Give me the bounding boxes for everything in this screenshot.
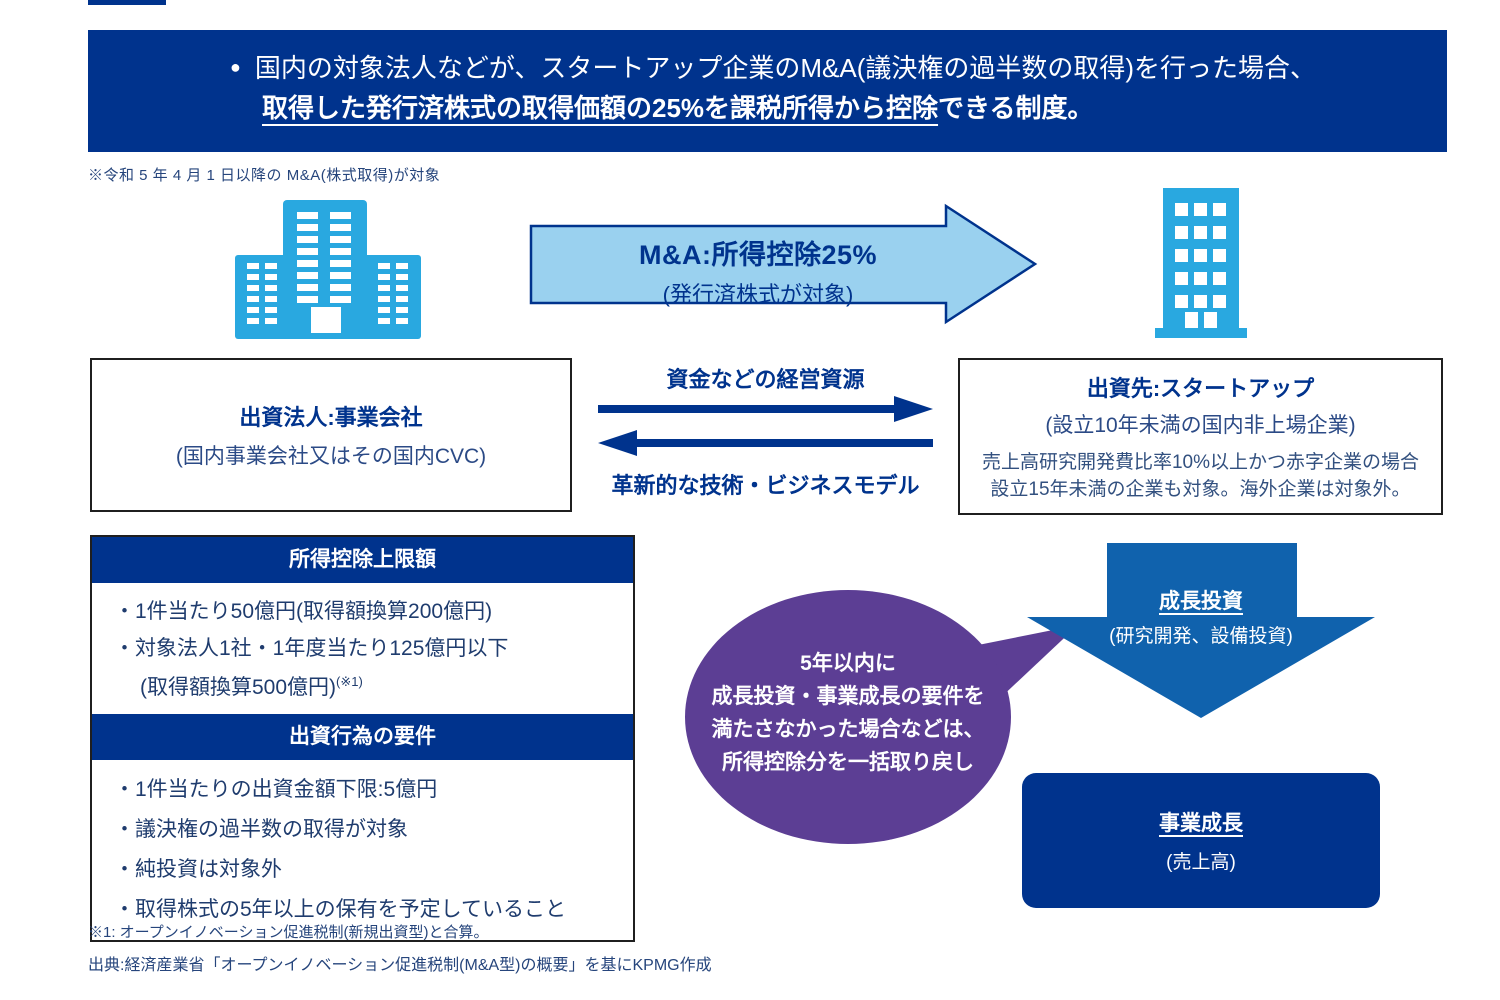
investor-box-title: 出資法人:事業会社 <box>239 405 423 430</box>
startup-note-line2: 設立15年未満の企業も対象。海外企業は対象外。 <box>990 478 1411 500</box>
investor-box: 出資法人:事業会社 (国内事業会社又はその国内CVC) <box>90 358 572 512</box>
technology-label: 革新的な技術・ビジネスモデル <box>611 473 920 498</box>
list-item: 対象法人1社・1年度当たり125億円以下 <box>114 632 623 665</box>
business-growth-subtitle: (売上高) <box>1166 852 1236 873</box>
down-arrow-shape <box>1027 543 1375 718</box>
footnote-marker: (※1) <box>336 674 363 689</box>
investment-requirements-list: 1件当たりの出資金額下限:5億円 議決権の過半数の取得が対象 純投資は対象外 取… <box>92 760 633 940</box>
tower-building-icon <box>1155 188 1247 338</box>
startup-note-line1: 売上高研究開発費比率10%以上かつ赤字企業の場合 <box>981 451 1420 473</box>
footnote-1: ※1: オープンイノベーション促進税制(新規出資型)と合算。 <box>88 924 489 941</box>
eligibility-note: ※令和 5 年 4 月 1 日以降の M&A(株式取得)が対象 <box>88 167 441 184</box>
bullet-icon: ● <box>230 57 241 77</box>
ma-arrow-title: M&A:所得控除25% <box>638 240 878 270</box>
list-item: 取得株式の5年以上の保有を予定していること <box>114 892 623 928</box>
bubble-line4: 所得控除分を一括取り戻し <box>722 751 974 774</box>
growth-investment-title: 成長投資 <box>1159 590 1243 613</box>
deduction-limits-box: 所得控除上限額 1件当たり50億円(取得額換算200億円) 対象法人1社・1年度… <box>90 535 635 942</box>
bubble-line2: 成長投資・事業成長の要件を <box>711 685 985 708</box>
speech-bubble-shape <box>685 590 1078 844</box>
page-edge-decoration <box>88 0 166 5</box>
deduction-limit-list: 1件当たり50億円(取得額換算200億円) 対象法人1社・1年度当たり125億円… <box>92 583 633 714</box>
startup-box-note: 売上高研究開発費比率10%以上かつ赤字企業の場合 設立15年未満の企業も対象。海… <box>982 449 1419 503</box>
bubble-line3: 満たさなかった場合などは、 <box>711 718 985 741</box>
list-item: 1件当たりの出資金額下限:5億円 <box>114 772 623 808</box>
startup-box: 出資先:スタートアップ (設立10年未満の国内非上場企業) 売上高研究開発費比率… <box>958 358 1443 515</box>
left-arrow-icon <box>598 430 933 456</box>
growth-investment-label: 成長投資 (研究開発、設備投資) <box>1020 585 1382 648</box>
resources-label: 資金などの経営資源 <box>666 367 865 392</box>
ma-arrow-label: M&A:所得控除25% (発行済株式が対象) <box>528 233 988 309</box>
office-building-icon <box>235 200 421 339</box>
bubble-line1: 5年以内に <box>800 652 896 675</box>
list-item: 純投資は対象外 <box>114 852 623 888</box>
investment-requirements-header: 出資行為の要件 <box>92 714 633 760</box>
summary-banner: ● 国内の対象法人などが、スタートアップ企業のM&A(議決権の過半数の取得)を行っ… <box>88 30 1447 152</box>
business-growth-box: 事業成長 (売上高) <box>1022 773 1380 908</box>
clawback-bubble-label: 5年以内に 成長投資・事業成長の要件を 満たさなかった場合などは、 所得控除分を… <box>683 647 1013 779</box>
business-growth-title: 事業成長 <box>1159 812 1243 835</box>
startup-box-subtitle: (設立10年未満の国内非上場企業) <box>1045 413 1356 437</box>
ma-arrow-shape <box>529 203 1038 325</box>
list-item: 議決権の過半数の取得が対象 <box>114 812 623 848</box>
source-note: 出典:経済産業省「オープンイノベーション促進税制(M&A型)の概要」を基にKPM… <box>88 957 712 974</box>
banner-line1-text: 国内の対象法人などが、スタートアップ企業のM&A(議決権の過半数の取得)を行った… <box>254 53 1317 83</box>
investor-box-subtitle: (国内事業会社又はその国内CVC) <box>175 445 487 468</box>
growth-investment-subtitle: (研究開発、設備投資) <box>1109 626 1293 647</box>
banner-line1: ● 国内の対象法人などが、スタートアップ企業のM&A(議決権の過半数の取得)を行っ… <box>230 47 1316 88</box>
startup-box-title: 出資先:スタートアップ <box>1086 375 1315 401</box>
ma-arrow-subtitle: (発行済株式が対象) <box>662 282 854 307</box>
deduction-limit-header: 所得控除上限額 <box>92 537 633 583</box>
list-item: 1件当たり50億円(取得額換算200億円) <box>114 595 623 628</box>
list-item-continuation: (取得額換算500億円)(※1) <box>114 665 623 704</box>
banner-line2-underlined: 取得した発行済株式の取得価額の25%を課税所得から控除 <box>262 93 939 123</box>
banner-line2: 取得した発行済株式の取得価額の25%を課税所得から控除できる制度。 <box>262 88 1316 128</box>
banner-line2-tail: できる制度。 <box>938 93 1094 123</box>
right-arrow-icon <box>598 396 933 422</box>
deduction-wrap-text: (取得額換算500億円) <box>140 676 337 699</box>
